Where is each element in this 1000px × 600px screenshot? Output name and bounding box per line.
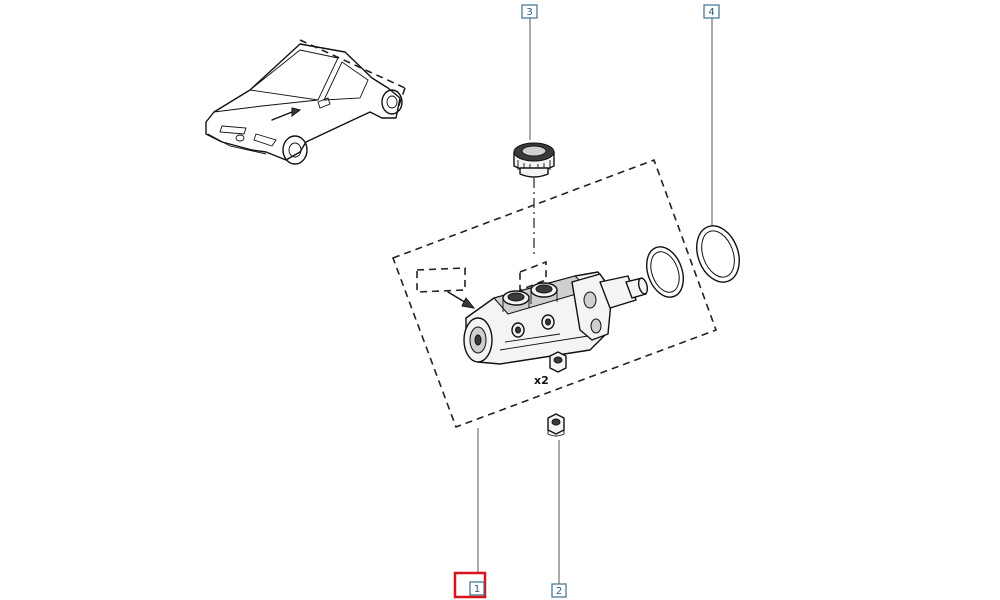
reservoir-plug-icon — [513, 142, 555, 178]
svg-text:4: 4 — [708, 7, 714, 18]
master-cylinder-icon — [463, 260, 649, 365]
nut-icon — [549, 351, 567, 373]
quantity-note: x2 — [534, 374, 549, 387]
callout-1[interactable]: 1 — [453, 571, 487, 599]
callout-4[interactable]: 4 — [703, 4, 720, 19]
svg-text:1: 1 — [474, 584, 480, 595]
nut-icon — [547, 413, 565, 437]
car-location-icon — [205, 39, 406, 165]
callout-3[interactable]: 3 — [521, 4, 538, 19]
assembly-frame — [391, 158, 718, 429]
svg-text:2: 2 — [556, 586, 562, 597]
seal-ring-icon — [646, 225, 740, 298]
subassembly-marker — [416, 267, 476, 309]
callout-2[interactable]: 2 — [551, 583, 567, 598]
svg-text:3: 3 — [526, 7, 532, 18]
